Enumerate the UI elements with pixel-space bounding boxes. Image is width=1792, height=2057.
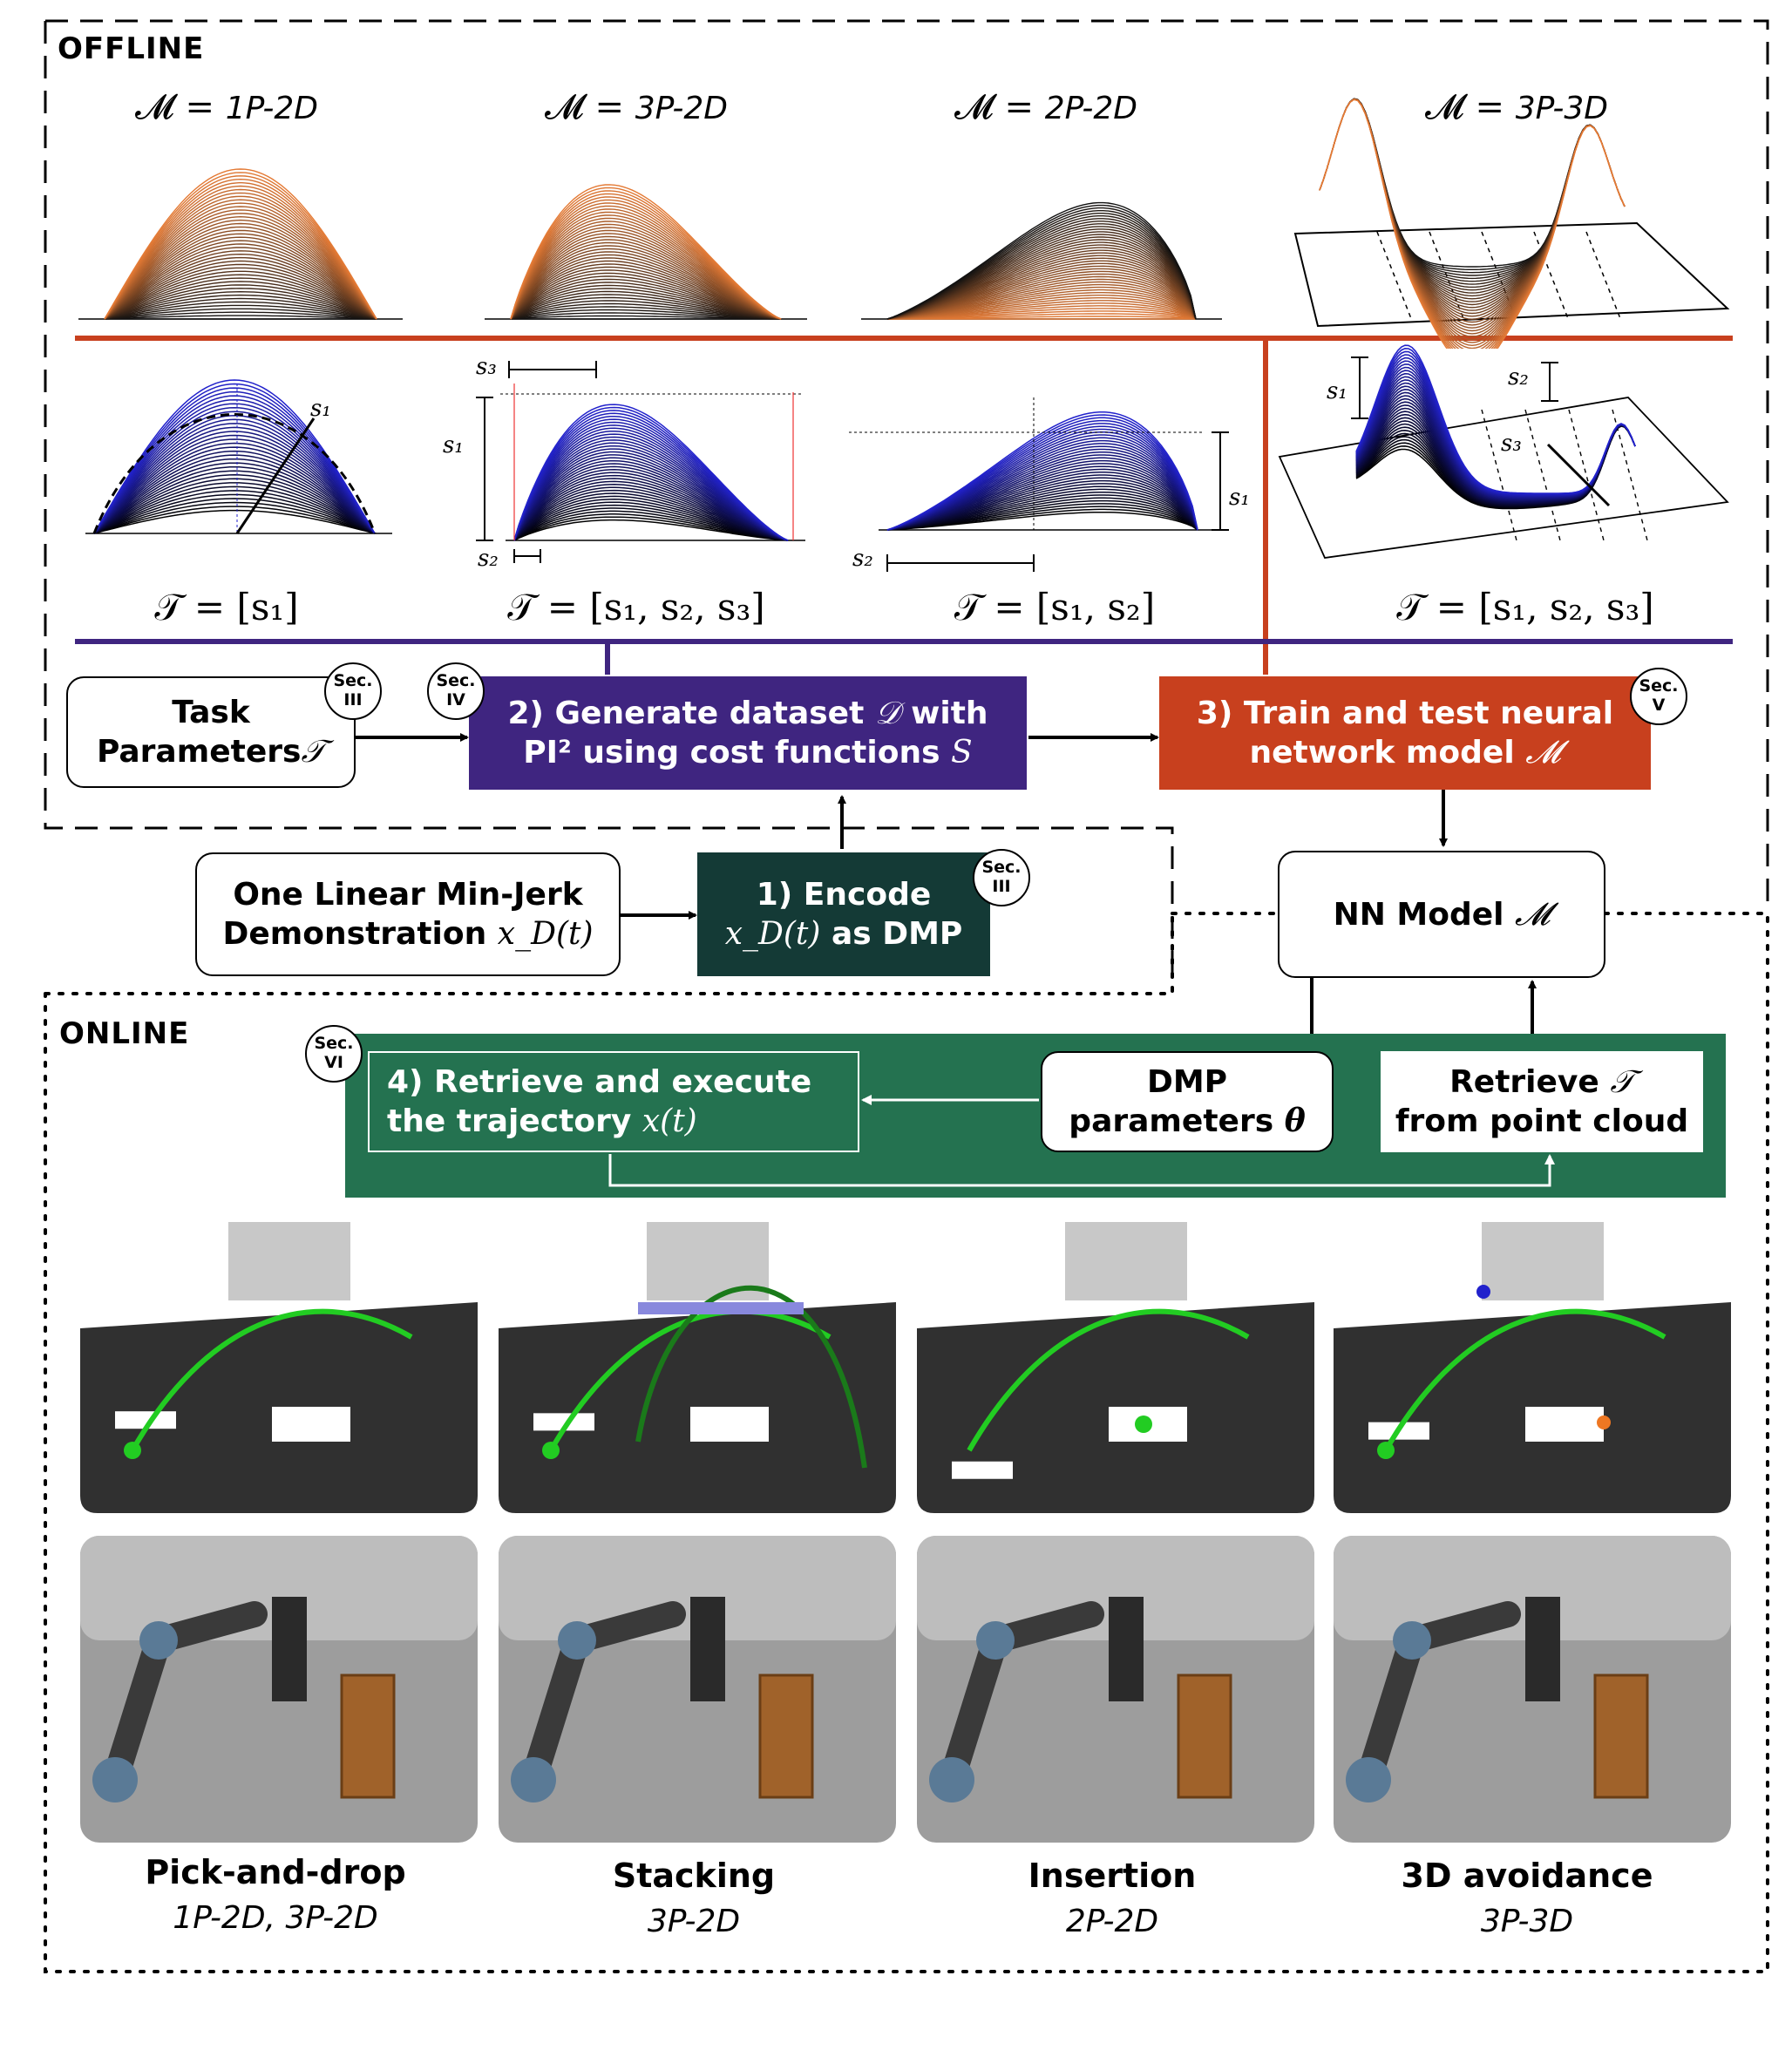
task-label-4: 3D avoidance 3P-3D (1327, 1857, 1728, 1939)
task-label-1: Pick-and-drop 1P-2D, 3P-2D (75, 1853, 476, 1936)
task-label-2: Stacking 3P-2D (493, 1857, 894, 1939)
robot-render-panel-3 (917, 1536, 1314, 1843)
pointcloud-panel-3 (917, 1206, 1314, 1513)
pointcloud-panel-1 (80, 1206, 478, 1513)
robot-render-panel-4 (1334, 1536, 1731, 1843)
task-model-3: 2P-2D (912, 1904, 1313, 1939)
task-name-4: 3D avoidance (1327, 1857, 1728, 1895)
task-model-1: 1P-2D, 3P-2D (75, 1900, 476, 1936)
pointcloud-panel-4 (1334, 1206, 1731, 1513)
task-name-2: Stacking (493, 1857, 894, 1895)
pointcloud-panel-2 (499, 1206, 896, 1513)
task-label-3: Insertion 2P-2D (912, 1857, 1313, 1939)
task-model-4: 3P-3D (1327, 1904, 1728, 1939)
task-model-2: 3P-2D (493, 1904, 894, 1939)
robot-render-panel-2 (499, 1536, 896, 1843)
simulation-panels (0, 0, 1792, 1848)
robot-render-panel-1 (80, 1536, 478, 1843)
task-name-3: Insertion (912, 1857, 1313, 1895)
task-name-1: Pick-and-drop (75, 1853, 476, 1891)
